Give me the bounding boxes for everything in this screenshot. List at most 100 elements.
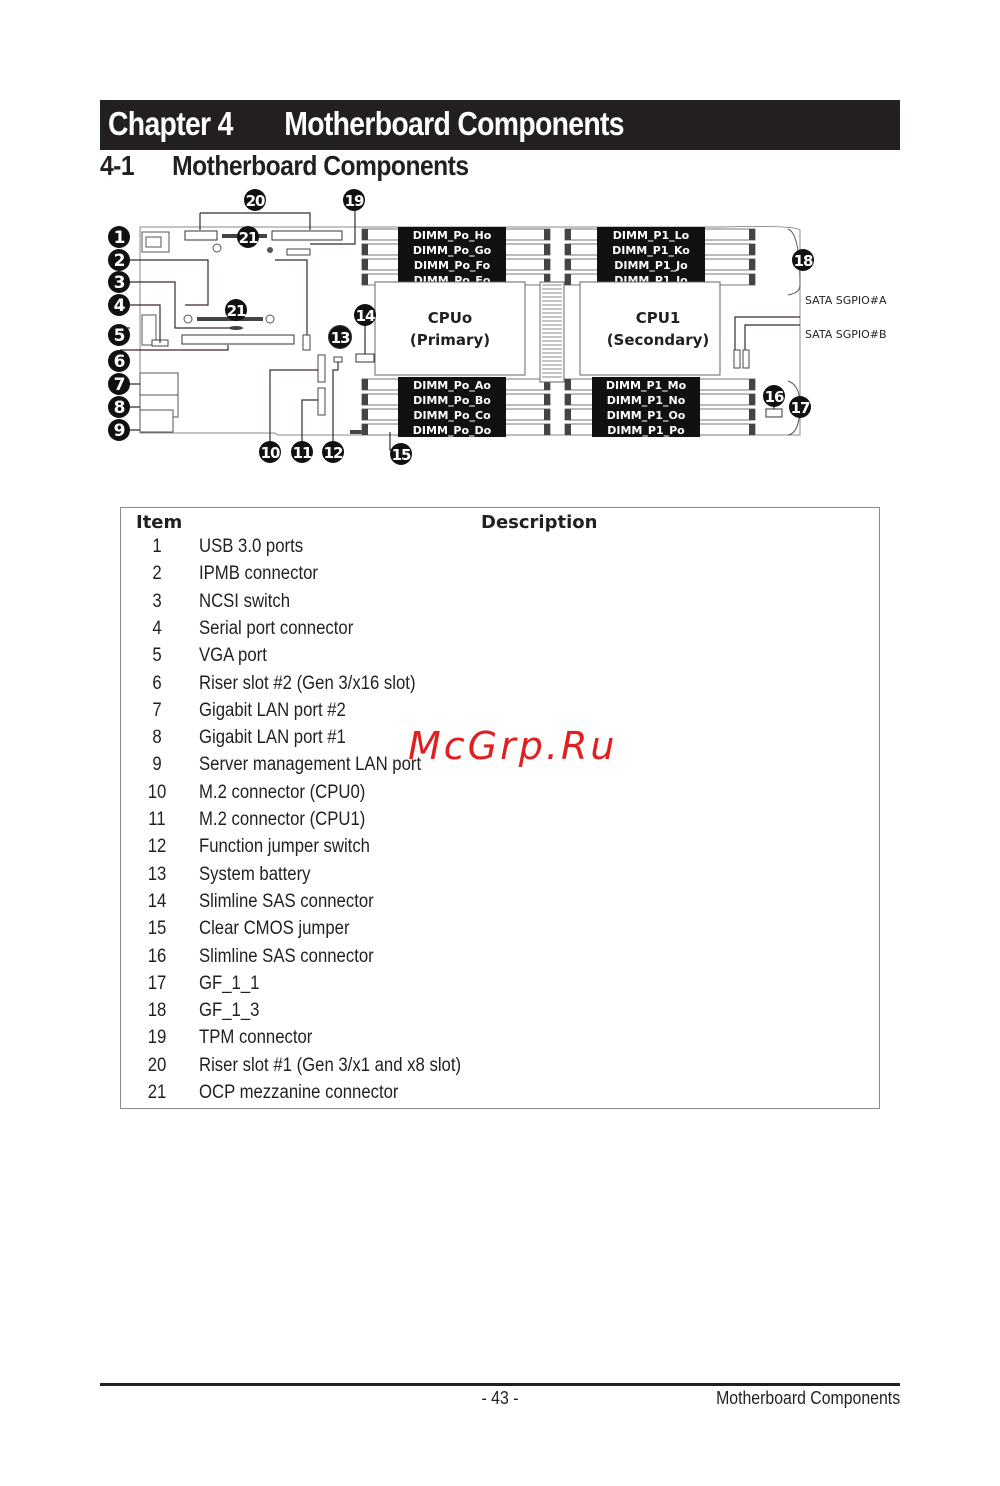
section-number: 4-1 <box>100 150 135 181</box>
mount-hole <box>265 314 275 324</box>
dimm-latch <box>565 259 571 270</box>
dimm-latch <box>362 244 368 255</box>
mount-hole <box>212 243 222 253</box>
dimm-latch <box>362 394 368 405</box>
dimm-latch <box>749 394 755 405</box>
usb-port-inner <box>145 236 162 248</box>
item-description: USB 3.0 ports <box>199 536 304 557</box>
cpu0-role: (Primary) <box>410 331 490 349</box>
sgpio-b-header <box>742 349 750 369</box>
vga-port <box>141 314 157 346</box>
dimm-label-bg <box>592 407 700 422</box>
item-description: Riser slot #1 (Gen 3/x1 and x8 slot) <box>199 1054 462 1076</box>
callout-10: 10 <box>261 444 280 462</box>
callout-21: 21 <box>227 302 246 320</box>
callout-2-marker <box>108 249 130 271</box>
chapter-number: Chapter 4 <box>108 105 233 142</box>
item-number: 9 <box>152 754 162 776</box>
table-row: 20 Riser slot #1 (Gen 3/x1 and x8 slot) <box>121 1055 879 1082</box>
dimm-label: DIMM_Po_Do <box>413 424 492 437</box>
dimm-label: DIMM_Po_Bo <box>413 394 491 407</box>
dimm-latch <box>749 379 755 390</box>
dimm-latch <box>544 424 550 435</box>
section-name: Motherboard Components <box>172 150 469 181</box>
callout-9: 9 <box>114 421 125 441</box>
dimm-latch <box>362 229 368 240</box>
dimm-label-bg <box>597 227 705 242</box>
callout-15-marker <box>390 443 412 465</box>
callout-3: 3 <box>114 273 125 293</box>
item-description: System battery <box>199 863 311 885</box>
page-number: - 43 - <box>481 1388 519 1408</box>
dimm-label-bg <box>398 422 506 437</box>
callout-12: 12 <box>324 444 343 462</box>
item-number: 19 <box>147 1027 167 1049</box>
dimm-latch <box>565 244 571 255</box>
callout-14-marker <box>354 304 376 326</box>
dimm-label-bg <box>398 377 506 392</box>
callout-10-marker <box>259 441 281 463</box>
item-number: 20 <box>147 1054 167 1076</box>
item-number: 21 <box>147 1082 167 1103</box>
tpm-connector <box>286 248 311 256</box>
dimm-label: DIMM_P1_Oo <box>607 409 686 422</box>
callout-13: 13 <box>331 329 350 347</box>
callout-11-marker <box>291 441 313 463</box>
callout-8: 8 <box>114 398 125 418</box>
slimline-sas-14 <box>355 353 375 363</box>
item-description: Slimline SAS connector <box>199 945 374 967</box>
riser-slot-1-small <box>184 230 218 241</box>
lan-port-2 <box>139 372 179 396</box>
sata-sgpio-b-label: SATA SGPIO#B <box>805 328 887 341</box>
callout-19-marker <box>343 189 365 211</box>
sgpio-a-header <box>733 349 741 369</box>
dimm-latch <box>749 424 755 435</box>
dimm-latch <box>565 379 571 390</box>
callout-19: 19 <box>345 192 364 210</box>
item-description: Serial port connector <box>199 617 354 639</box>
item-number: 11 <box>148 809 166 830</box>
item-description: GF_1_1 <box>199 972 260 994</box>
mount-hole <box>267 247 273 253</box>
dimm-label: DIMM_P1_Mo <box>606 379 687 392</box>
item-description: VGA port <box>199 645 267 667</box>
cpu1-socket <box>579 281 721 376</box>
callout-21-marker <box>237 226 259 248</box>
leader-lines <box>120 200 800 451</box>
dimm-latch <box>544 394 550 405</box>
dimm-latch <box>544 259 550 270</box>
callout-21: 21 <box>239 229 258 247</box>
cpu1-name: CPU1 <box>636 309 681 327</box>
table-row: 19 TPM connector <box>121 1027 879 1054</box>
item-number: 7 <box>152 699 162 721</box>
dimm-latch <box>544 379 550 390</box>
callout-18-marker <box>792 249 814 271</box>
dimm-label-bg <box>398 392 506 407</box>
callout-1-marker <box>108 226 130 248</box>
item-description: TPM connector <box>199 1027 313 1049</box>
callout-6: 6 <box>114 352 125 372</box>
dimm-latch <box>362 259 368 270</box>
dimm-label-bg <box>592 422 700 437</box>
callout-16-marker <box>763 385 785 407</box>
watermark: McGrp.Ru <box>408 724 618 768</box>
dimm-latch <box>544 409 550 420</box>
dimm-latch <box>749 409 755 420</box>
dimm-label-bg <box>398 257 506 272</box>
callout-9-marker <box>108 419 130 441</box>
item-number: 15 <box>147 918 167 940</box>
dimm-latch <box>544 229 550 240</box>
dimm-latch <box>565 409 571 420</box>
